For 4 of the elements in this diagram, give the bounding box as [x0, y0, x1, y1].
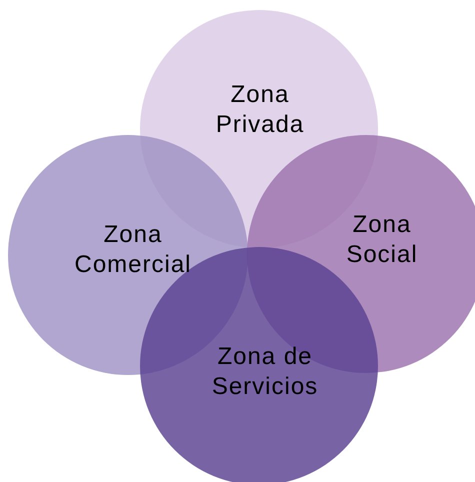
zone-label: Zona Social [345, 210, 419, 270]
zone-label: Zona Comercial [73, 220, 193, 280]
zone-label: Zona Privada [214, 80, 306, 140]
zone-label: Zona de Servicios [210, 342, 320, 402]
